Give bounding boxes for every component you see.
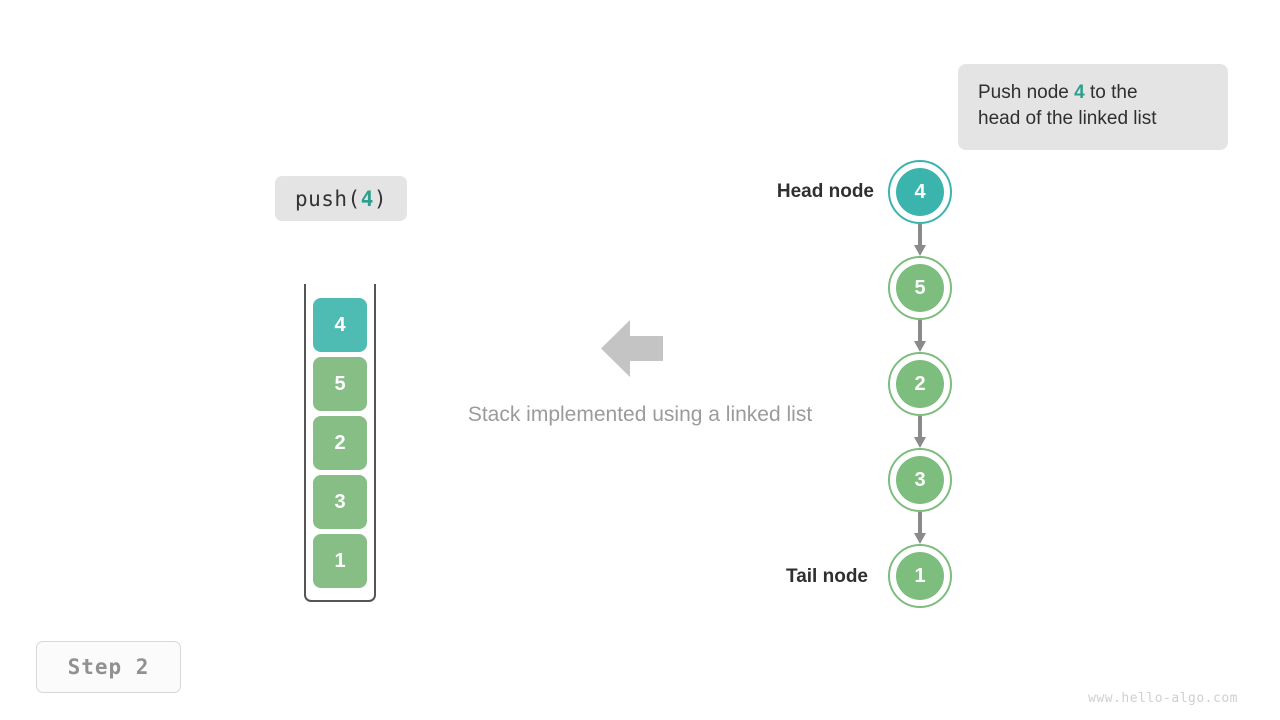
node-outer-ring: [888, 160, 952, 224]
stack-cell: 1: [313, 534, 367, 588]
linked-list-node: 2: [888, 352, 952, 416]
node-disc: [896, 456, 944, 504]
node-disc: [896, 552, 944, 600]
node-disc: [896, 264, 944, 312]
push-operation-label: push(4): [275, 176, 407, 221]
watermark: www.hello-algo.com: [1088, 691, 1238, 706]
push-label-argument: 4: [360, 186, 374, 211]
step-badge: Step 2: [36, 641, 181, 693]
connector-arrowhead: [914, 533, 926, 544]
linked-list-container: 4 5 2 3 1: [888, 160, 952, 610]
callout-accent-value: 4: [1074, 82, 1085, 103]
linked-list-node: 3: [888, 448, 952, 512]
push-label-suffix: ): [373, 186, 388, 211]
node-disc: [896, 168, 944, 216]
callout-line-1: Push node 4 to the: [978, 80, 1210, 106]
node-outer-ring: [888, 256, 952, 320]
node-value: 2: [914, 372, 926, 395]
linked-list-connector-arrow: [914, 320, 926, 352]
stack-cell-value: 2: [334, 431, 346, 454]
node-value: 5: [914, 276, 926, 299]
arrow-left-icon: [601, 320, 663, 378]
connector-shaft: [918, 320, 922, 343]
node-outer-ring: [888, 448, 952, 512]
stack-cell-value: 5: [334, 372, 346, 395]
stack-cell-value: 1: [334, 549, 346, 572]
connector-arrowhead: [914, 245, 926, 256]
stack-container: 4 5 2 3 1: [304, 284, 376, 602]
stack-cell: 4: [313, 298, 367, 352]
stack-cell: 5: [313, 357, 367, 411]
connector-arrowhead: [914, 437, 926, 448]
stack-cell-value: 4: [334, 313, 346, 336]
push-label-prefix: push(: [294, 186, 361, 211]
callout-line-2: head of the linked list: [978, 108, 1157, 129]
stack-cell: 2: [313, 416, 367, 470]
linked-list-connector-arrow: [914, 512, 926, 544]
connector-arrowhead: [914, 341, 926, 352]
linked-list-node: 4: [888, 160, 952, 224]
node-value: 1: [914, 564, 926, 587]
linked-list-node: 1: [888, 544, 952, 608]
node-value: 3: [914, 468, 926, 491]
linked-list-connector-arrow: [914, 224, 926, 256]
connector-shaft: [918, 416, 922, 439]
callout-box: Push node 4 to the head of the linked li…: [958, 64, 1228, 150]
node-disc: [896, 360, 944, 408]
node-outer-ring: [888, 544, 952, 608]
linked-list-connector-arrow: [914, 416, 926, 448]
connector-shaft: [918, 224, 922, 247]
linked-list-node: 5: [888, 256, 952, 320]
diagram-caption: Stack implemented using a linked list: [467, 403, 813, 426]
stack-cell-list: 4 5 2 3 1: [313, 298, 367, 593]
connector-shaft: [918, 512, 922, 535]
callout-line-1-prefix: Push node: [978, 82, 1075, 103]
tail-node-label: Tail node: [786, 566, 868, 587]
node-value: 4: [914, 180, 926, 203]
head-node-label: Head node: [776, 181, 874, 202]
stack-cell: 3: [313, 475, 367, 529]
node-outer-ring: [888, 352, 952, 416]
callout-line-1-suffix: to the: [1084, 82, 1138, 103]
stack-cell-value: 3: [334, 490, 346, 513]
